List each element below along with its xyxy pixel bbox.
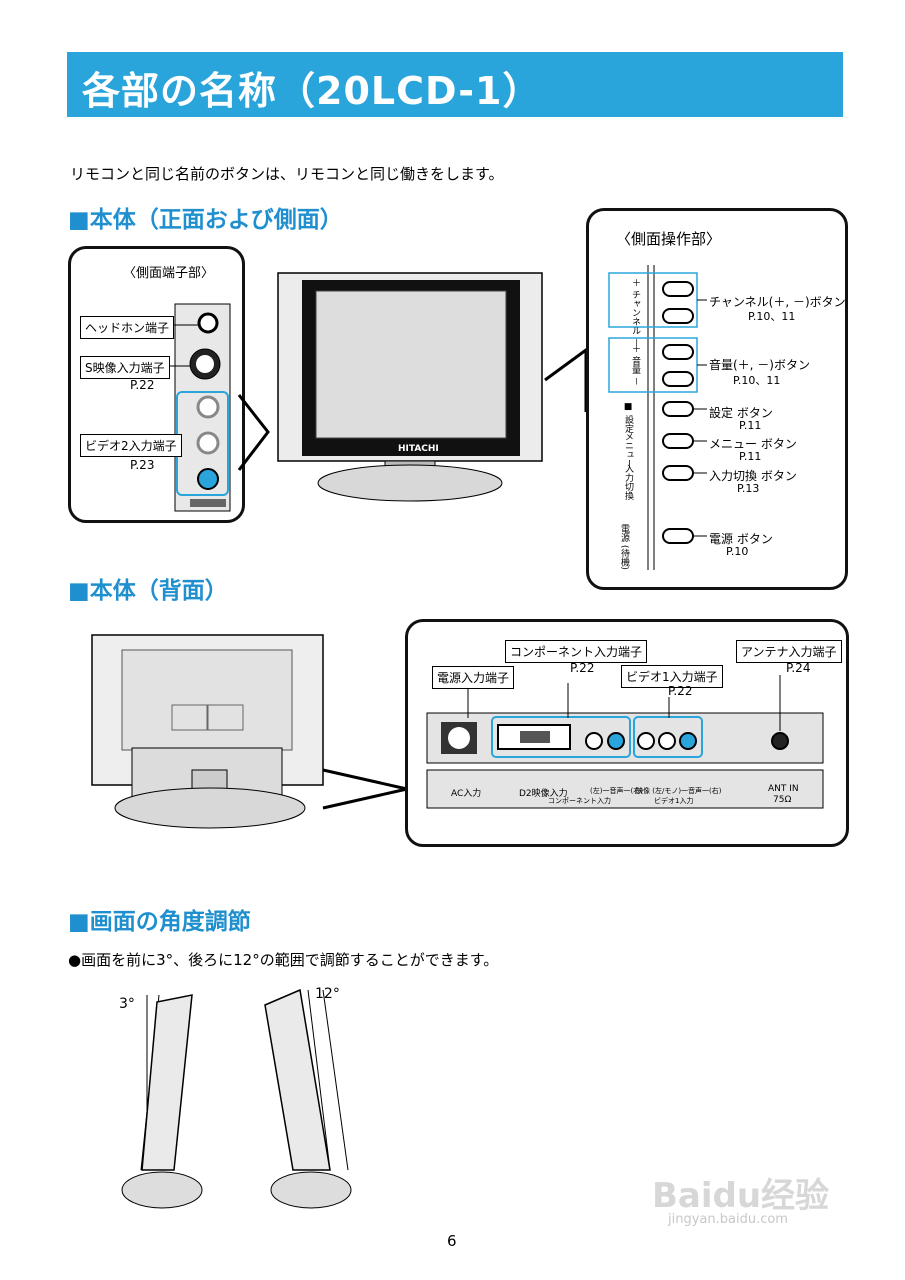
watermark-url: jingyan.baidu.com xyxy=(668,1212,788,1227)
component-label: コンポーネント入力端子 xyxy=(505,640,648,663)
strip-ohm: 75Ω xyxy=(773,795,792,805)
input-label: 入力切換 ボタン xyxy=(709,469,797,483)
strip-video-audio: 映像 (左/モノ)一音声一(右) xyxy=(636,787,722,795)
section-front-heading: ■本体（正面および側面） xyxy=(68,207,343,233)
setting-label: 設定 ボタン xyxy=(709,406,773,420)
page-number: 6 xyxy=(447,1232,457,1250)
strip-ant: ANT IN xyxy=(768,784,799,794)
page-title: 各部の名称（20LCD-1） xyxy=(82,69,542,113)
side-control-panel xyxy=(586,208,848,590)
strip-comp-audio: (左)一音声一(右) xyxy=(590,787,643,795)
svideo-label: S映像入力端子 xyxy=(80,356,170,379)
section-angle-heading: ■画面の角度調節 xyxy=(68,909,251,935)
strip-channel: ＋ チャンネル － xyxy=(630,278,640,347)
video2-page: P.23 xyxy=(130,458,155,472)
input-page: P.13 xyxy=(737,482,760,495)
strip-power: 電源 (待機) xyxy=(619,524,629,570)
video1-page: P.22 xyxy=(668,684,693,698)
tv-brand: HITACHI xyxy=(398,444,439,454)
channel-page: P.10、11 xyxy=(748,310,796,323)
intro-text: リモコンと同じ名前のボタンは、リモコンと同じ働きをします。 xyxy=(70,165,504,183)
strip-comp-caption: コンポーネント入力 xyxy=(548,797,611,805)
strip-input: 入力切換 xyxy=(623,464,633,500)
watermark-logo: Baidu经验 xyxy=(652,1176,830,1216)
title-bar xyxy=(67,52,843,117)
antenna-label: アンテナ入力端子 xyxy=(736,640,842,663)
channel-label: チャンネル(＋, －)ボタン xyxy=(709,295,846,309)
strip-menu: メニュー xyxy=(623,432,633,468)
headphone-label: ヘッドホン端子 xyxy=(80,316,175,339)
side-terminal-caption: 〈側面端子部〉 xyxy=(123,266,215,281)
video1-label: ビデオ1入力端子 xyxy=(621,665,723,688)
component-page: P.22 xyxy=(570,661,595,675)
strip-volume: ＋ 音量 － xyxy=(630,344,640,386)
antenna-page: P.24 xyxy=(786,661,811,675)
setting-page: P.11 xyxy=(739,419,762,432)
volume-label: 音量(＋, －)ボタン xyxy=(709,358,810,372)
angle-note: ●画面を前に3°、後ろに12°の範囲で調節することができます。 xyxy=(68,951,499,969)
svideo-page: P.22 xyxy=(130,378,155,392)
menu-label: メニュー ボタン xyxy=(709,437,797,451)
video2-label: ビデオ2入力端子 xyxy=(80,434,182,457)
menu-page: P.11 xyxy=(739,450,762,463)
side-control-caption: 〈側面操作部〉 xyxy=(616,230,722,248)
angle-back-degree: 12° xyxy=(315,986,340,1002)
strip-setting: ■ 設定 xyxy=(623,402,633,433)
power-label: 電源 ボタン xyxy=(709,532,773,546)
section-back-heading: ■本体（背面） xyxy=(68,578,228,604)
strip-video-caption: ビデオ1入力 xyxy=(654,797,694,805)
strip-d2: D2映像入力 xyxy=(519,789,568,799)
power-in-label: 電源入力端子 xyxy=(432,666,515,689)
angle-front-degree: 3° xyxy=(119,996,135,1012)
power-page: P.10 xyxy=(726,545,749,558)
strip-ac: AC入力 xyxy=(451,789,482,799)
volume-page: P.10、11 xyxy=(733,374,781,387)
